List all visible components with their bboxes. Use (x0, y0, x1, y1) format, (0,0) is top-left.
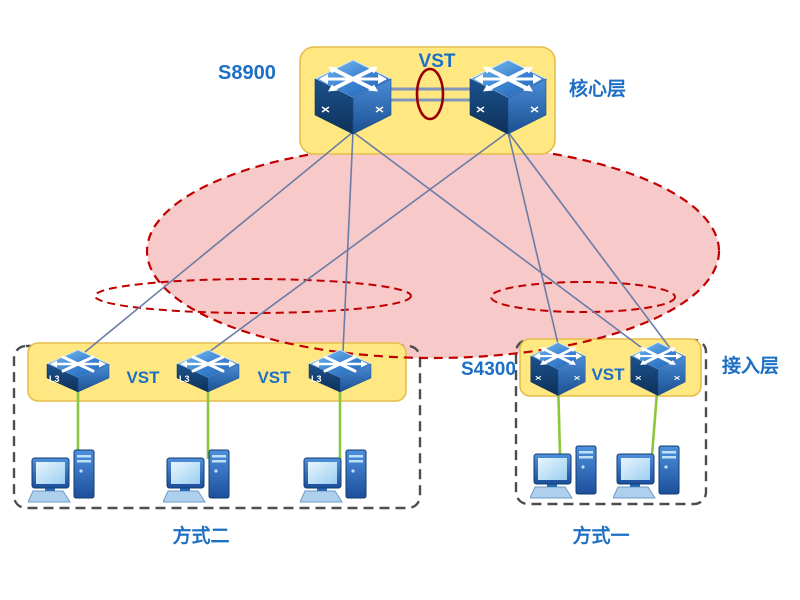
uplink-line (352, 131, 643, 349)
vst-link-lines (390, 87, 470, 102)
uplink-line (507, 131, 560, 349)
core-vst-label: VST (418, 51, 456, 72)
uplink-line (507, 131, 671, 349)
pc-icon (300, 449, 367, 503)
l3-badge: L3 (179, 374, 190, 384)
right-stack-ellipse (490, 281, 676, 313)
uplink-line (208, 131, 509, 353)
uplink-line (342, 131, 354, 353)
left-vst-label-1: VST (126, 368, 160, 387)
pc-icon (28, 449, 95, 503)
uplink-line (84, 131, 354, 353)
right-model-label: S4300 (461, 359, 516, 380)
pc-icon (613, 445, 680, 499)
right-vst-label: VST (591, 365, 625, 384)
pc-icon (163, 449, 230, 503)
access-layer-label: 接入层 (722, 356, 780, 377)
core-model-label: S8900 (218, 62, 276, 84)
core-domain-ellipse (145, 142, 721, 360)
uplink-lines (84, 131, 671, 353)
l3-badge: L3 (311, 374, 322, 384)
l3-badge: L3 (49, 374, 60, 384)
method2-dashed-box (12, 344, 422, 510)
method2-label: 方式二 (172, 526, 230, 547)
left-stack-ellipse (94, 278, 412, 314)
left-vst-label-2: VST (257, 368, 291, 387)
core-layer-label: 核心层 (569, 79, 627, 100)
method1-label: 方式一 (572, 526, 630, 547)
pc-icon (530, 445, 597, 499)
vst-ring-icon (415, 67, 445, 121)
core-domain-fill (147, 144, 719, 358)
